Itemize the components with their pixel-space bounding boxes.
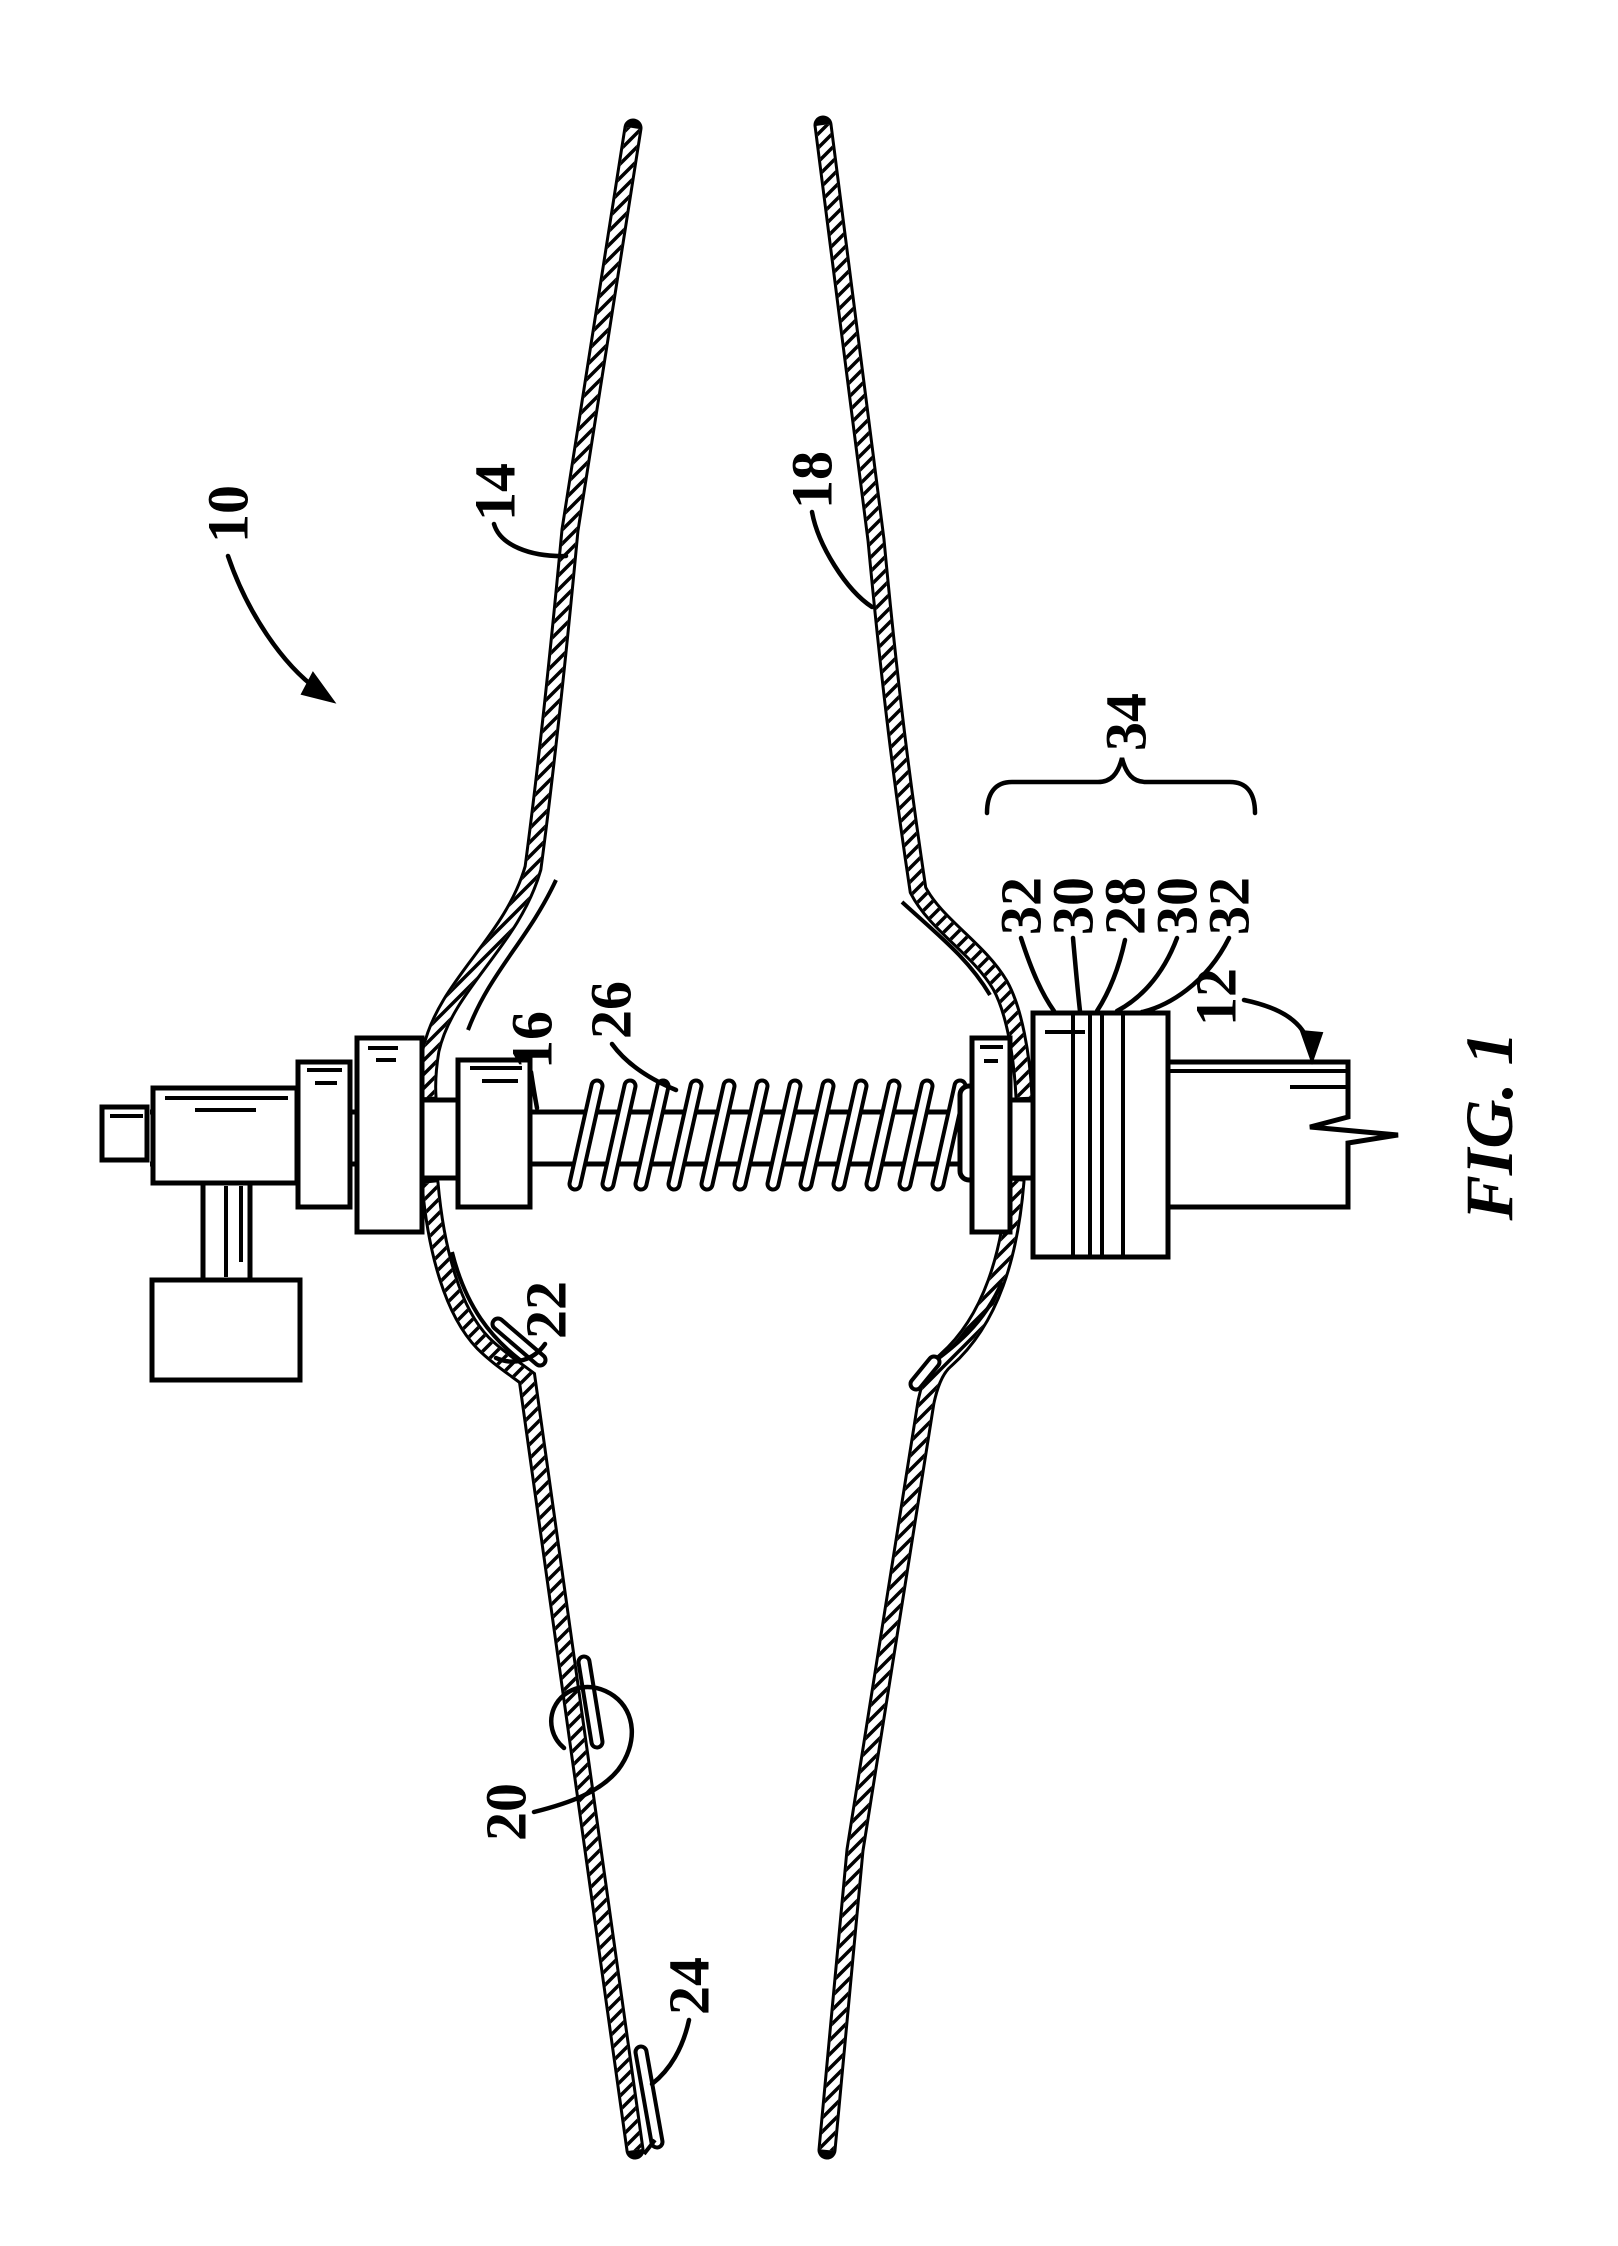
figure-caption: FIG. 1 [1451,1032,1527,1222]
coil-spring [567,1078,968,1192]
ref-label-24: 24 [657,1957,722,2015]
ref-label-22: 22 [514,1281,579,1339]
hook-tab-24 [633,2044,665,2156]
dome-edge-upper-left [466,879,558,1031]
ref-label-18: 18 [780,451,845,509]
dome-edge-lower-left [450,1251,522,1362]
ref-label-30a: 30 [1041,877,1106,935]
flange-plate-a [295,1059,353,1210]
ref-label-28: 28 [1093,877,1158,935]
ref-label-14: 14 [463,463,528,521]
shading-dashes [110,1045,1003,1118]
brace-34 [984,757,1258,816]
ref-label-32a: 32 [989,877,1054,935]
leader-16 [528,1069,540,1111]
leader-24 [649,2017,692,2087]
dome-edge-upper-right [900,900,992,997]
crank-handle-box [149,1277,303,1383]
baffle-wall-upper-left [428,128,633,1097]
crank-block [150,1085,300,1186]
ref-label-30b: 30 [1145,877,1210,935]
clamp-stack [1030,1010,1171,1260]
leader-20 [531,1684,634,1815]
ref-label-16: 16 [500,1011,565,1069]
arrow-12 [1241,997,1324,1066]
clamp-part-leaders [1018,935,1232,1015]
wall-hub-left [420,1097,462,1181]
crank-stem [200,1180,253,1283]
pole [1165,1059,1399,1210]
ref-label-20: 20 [474,1783,539,1841]
ref-label-34: 34 [1094,693,1159,751]
ref-label-32b: 32 [1197,877,1262,935]
flange-plate-c [455,1057,533,1210]
hook-tab-20 [576,1654,605,1750]
flange-plate-b [354,1035,425,1235]
leader-26 [609,1041,679,1093]
baffle-wall-upper-right [823,125,1024,1097]
leader-18 [809,509,875,610]
washer-plate-right [969,1035,1013,1235]
leader-14 [491,521,569,559]
arrow-10 [225,553,337,704]
baffle-lip-right [908,1354,942,1392]
ref-label-26: 26 [579,981,644,1039]
ref-label-10: 10 [196,485,261,543]
ref-label-12: 12 [1184,968,1249,1026]
baffle-wall-lower-right [827,1181,1016,2150]
leader-22 [493,1341,548,1364]
